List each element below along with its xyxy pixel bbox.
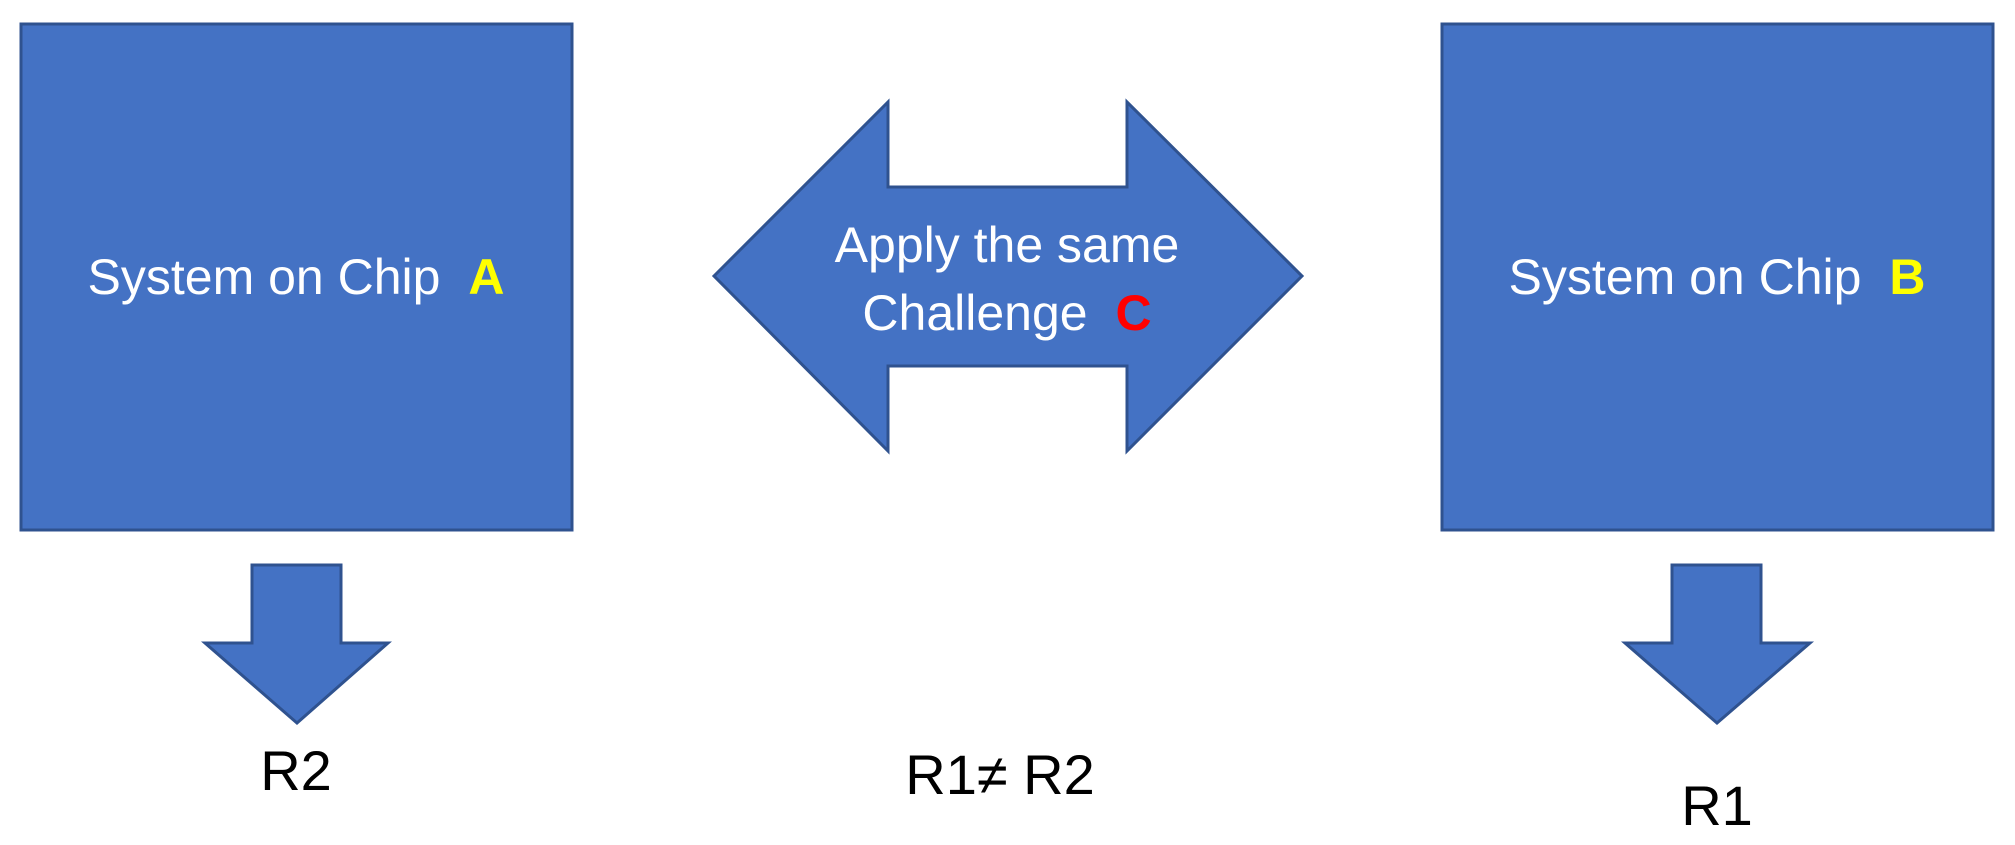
response-comparison: R1≠ R2 (905, 743, 1094, 806)
chip-b-label: System on Chip B (1509, 249, 1926, 305)
challenge-word: Challenge (862, 285, 1087, 341)
chip-a-response: R2 (260, 739, 332, 802)
challenge-double-arrow (711, 98, 1305, 455)
chip-b-label-text: System on Chip (1509, 249, 1862, 305)
chip-a-label-text: System on Chip (88, 249, 441, 305)
chip-b-response: R1 (1681, 774, 1753, 837)
chip-a-box (19, 22, 574, 532)
chip-a-down-arrow (200, 563, 392, 725)
chip-a-letter: A (468, 249, 504, 305)
challenge-label-line2: Challenge C (862, 285, 1151, 341)
challenge-label-line1: Apply the same (835, 217, 1180, 273)
chip-b-down-arrow (1620, 563, 1815, 725)
chip-b-letter: B (1889, 249, 1925, 305)
chip-a-label: System on Chip A (88, 249, 505, 305)
challenge-letter: C (1115, 285, 1151, 341)
chip-b-box (1440, 22, 1995, 532)
